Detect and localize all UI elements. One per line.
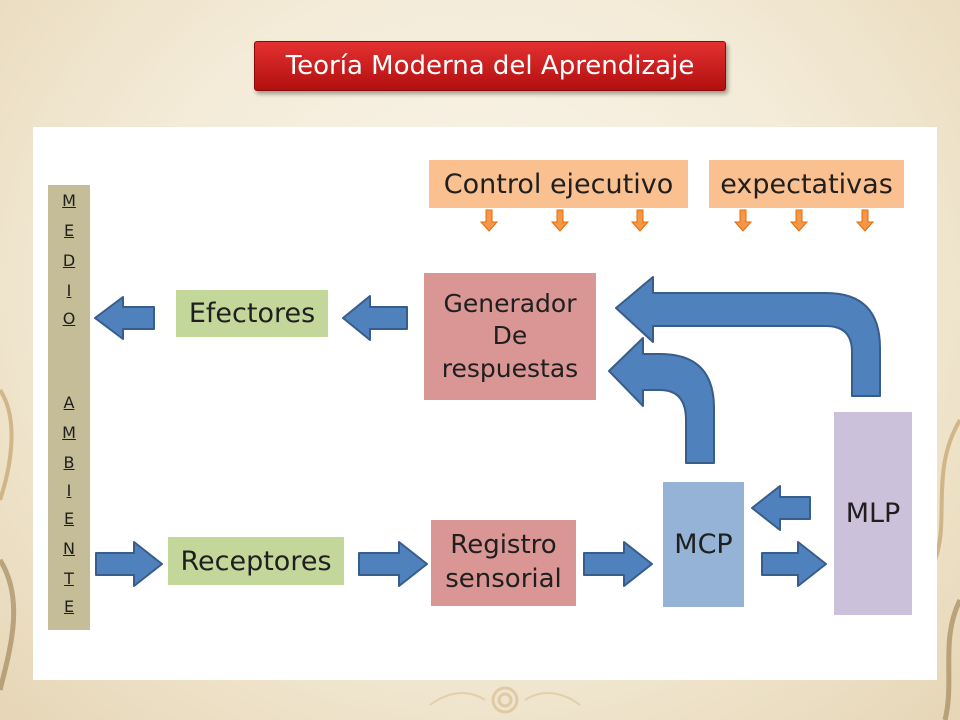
sensory-register-line: Registro — [450, 530, 557, 561]
environment-letter: T — [64, 569, 74, 588]
environment-letter: M — [62, 423, 76, 442]
generator-line: De — [492, 321, 528, 351]
control-box: Control ejecutivo — [429, 160, 688, 208]
receptors-box: Receptores — [168, 537, 344, 585]
arrow-to-mlp — [761, 541, 827, 587]
generator-line: respuestas — [441, 353, 579, 383]
small-down-arrow — [479, 209, 499, 232]
environment-letter: O — [62, 309, 76, 328]
small-down-arrow — [630, 209, 650, 232]
environment-letter: E — [63, 221, 75, 240]
slide-title: Teoría Moderna del Aprendizaje — [254, 41, 726, 91]
environment-letter: I — [66, 281, 72, 300]
environment-letter: I — [66, 481, 72, 500]
generator-line: Generador — [443, 288, 577, 318]
environment-letter: B — [63, 453, 75, 472]
arrow-to-environment — [94, 296, 155, 340]
sensory-register-line: sensorial — [445, 564, 562, 594]
sensory-register-box: Registro sensorial — [431, 520, 576, 606]
arrow-to-mcp — [583, 541, 653, 587]
environment-letter: N — [63, 539, 75, 558]
arrow-to-effectors — [342, 295, 408, 341]
arrow-mcp-to-generator — [608, 337, 715, 464]
environment-letter: M — [62, 191, 76, 210]
environment-letter: A — [63, 393, 75, 412]
mlp-box: MLP — [834, 412, 912, 615]
small-down-arrow — [789, 209, 809, 232]
environment-letter: E — [63, 509, 75, 528]
environment-letter: E — [63, 597, 75, 616]
small-down-arrow — [733, 209, 753, 232]
effectors-box: Efectores — [176, 290, 328, 337]
environment-letter: D — [62, 251, 76, 270]
arrow-mlp-to-generator — [615, 276, 881, 397]
environment-bar: M E D I O A M B I E N T E — [48, 185, 90, 630]
arrow-to-sensory-register — [358, 541, 428, 587]
arrow-to-receptors — [95, 541, 163, 587]
small-down-arrow — [550, 209, 570, 232]
expectations-box: expectativas — [709, 160, 904, 208]
arrow-to-mcp-from-mlp — [751, 485, 811, 531]
small-down-arrow — [855, 209, 875, 232]
mcp-box: MCP — [663, 482, 744, 607]
generator-box: Generador De respuestas — [424, 273, 596, 400]
